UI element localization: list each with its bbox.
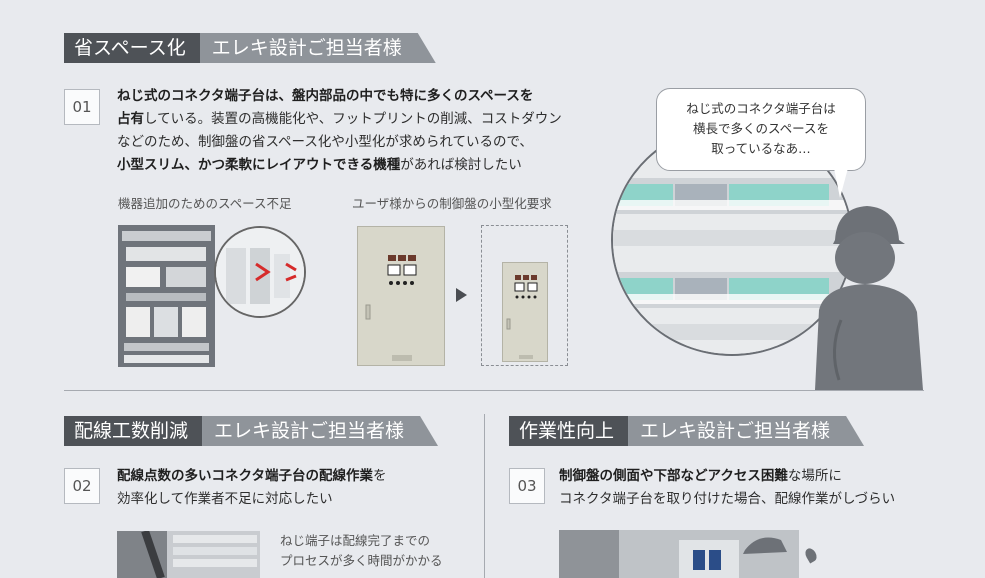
- arrow-right-icon: [456, 288, 467, 302]
- section3-text: 制御盤の側面や下部などアクセス困難な場所に コネクタ端子台を取り付けた場合、配線…: [559, 465, 979, 511]
- bubble-tail: [834, 168, 848, 198]
- section1-tag-main: 省スペース化: [64, 33, 200, 63]
- section1-caption-left: 機器追加のためのスペース不足: [118, 196, 292, 211]
- section2-caption-line1: ねじ端子は配線完了までの: [280, 533, 431, 548]
- section2-tag-sub: エレキ設計ご担当者様: [202, 416, 438, 446]
- section3-tag-main: 作業性向上: [509, 416, 629, 446]
- section1-plain1: している。装置の高機能化や、フットプリントの削減、コストダウン: [144, 111, 562, 127]
- section2-heading: 配線工数削減 エレキ設計ご担当者様: [64, 416, 438, 446]
- section2-caption-line2: プロセスが多く時間がかかる: [280, 553, 443, 568]
- section1-tag-sub: エレキ設計ご担当者様: [200, 33, 436, 63]
- section-divider-vertical: [484, 414, 485, 578]
- section1-plain3: があれば検討したい: [400, 157, 522, 173]
- section1-caption-right: ユーザ様からの制御盤の小型化要求: [352, 196, 552, 211]
- panel-interior-image: [118, 225, 215, 367]
- screw-terminal-image: [117, 531, 260, 578]
- section3-plain1: な場所に: [787, 468, 842, 484]
- section2-plain1: を: [372, 468, 387, 484]
- section3-plain2: コネクタ端子台を取り付けた場合、配線作業がしづらい: [559, 491, 896, 507]
- sweat-drop-icon: [803, 546, 819, 564]
- section1-bold3: 小型スリム、かつ柔軟にレイアウトできる機種: [117, 157, 401, 173]
- bubble-line3: 取っているなあ…: [711, 141, 811, 156]
- section2-number: 02: [64, 468, 100, 504]
- difficult-access-image: [559, 530, 799, 578]
- section1-bold2: 占有: [117, 111, 144, 127]
- section3-heading: 作業性向上 エレキ設計ご担当者様: [509, 416, 864, 446]
- section2-text: 配線点数の多いコネクタ端子台の配線作業を 効率化して作業者不足に対応したい: [117, 465, 477, 511]
- bubble-line2: 横長で多くのスペースを: [692, 121, 829, 136]
- section2-tag-main: 配線工数削減: [64, 416, 203, 446]
- section3-number: 03: [509, 468, 545, 504]
- section3-tag-sub: エレキ設計ご担当者様: [628, 416, 864, 446]
- section1-text: ねじ式のコネクタ端子台は、盤内部品の中でも特に多くのスペースを 占有している。装…: [117, 85, 597, 177]
- section2-plain2: 効率化して作業者不足に対応したい: [117, 491, 333, 507]
- small-cabinet-outline: [481, 225, 568, 366]
- section3-bold1: 制御盤の側面や下部などアクセス困難: [559, 468, 788, 484]
- section1-bold1: ねじ式のコネクタ端子台は、盤内部品の中でも特に多くのスペースを: [117, 88, 534, 104]
- speech-bubble: ねじ式のコネクタ端子台は 横長で多くのスペースを 取っているなあ…: [656, 88, 866, 171]
- section-divider-horizontal: [64, 390, 924, 391]
- bubble-line1: ねじ式のコネクタ端子台は: [686, 101, 836, 116]
- section1-plain2: などのため、制御盤の省スペース化や小型化が求められているので、: [117, 134, 533, 150]
- section1-number: 01: [64, 89, 100, 125]
- small-cabinet-image: [502, 262, 548, 362]
- section1-heading: 省スペース化 エレキ設計ご担当者様: [64, 33, 436, 63]
- section2-bold1: 配線点数の多いコネクタ端子台の配線作業: [117, 468, 373, 484]
- worker-silhouette: [805, 200, 925, 390]
- panel-zoom-circle: [214, 226, 306, 318]
- section2-caption: ねじ端子は配線完了までの プロセスが多く時間がかかる: [280, 531, 443, 571]
- large-cabinet-image: [357, 226, 445, 366]
